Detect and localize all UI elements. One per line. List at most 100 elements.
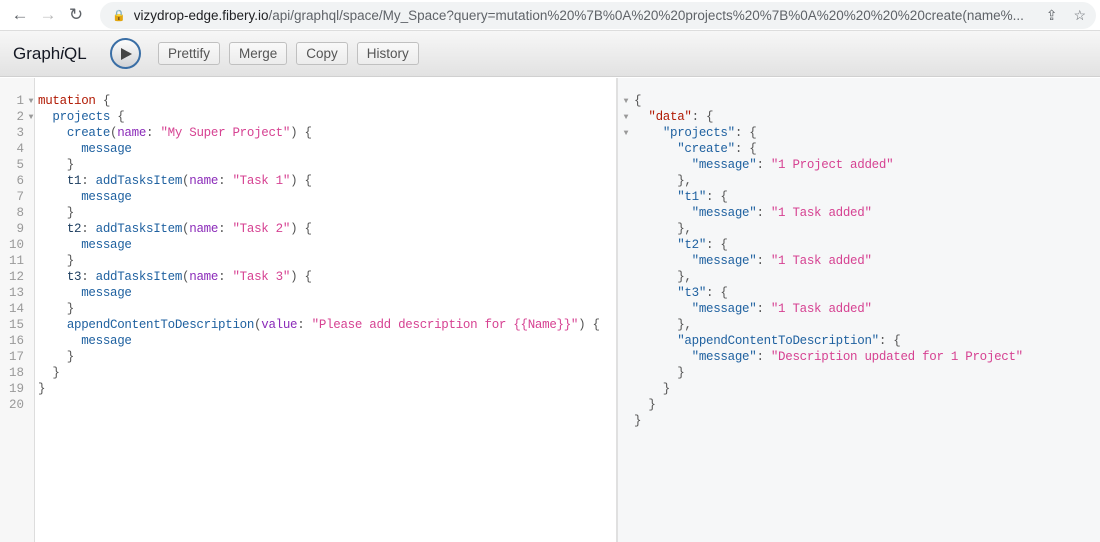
token-n: : bbox=[297, 318, 312, 332]
fold-arrow-icon[interactable]: ▼ bbox=[623, 113, 629, 122]
code-line: ▼{ bbox=[618, 93, 1023, 109]
fold-arrow-icon[interactable]: ▼ bbox=[623, 97, 629, 106]
token-n: ) { bbox=[290, 126, 312, 140]
code-line: "t3": { bbox=[618, 285, 1023, 301]
token-a: name bbox=[117, 126, 147, 140]
code-line: 8 } bbox=[0, 205, 600, 221]
token-n bbox=[38, 190, 81, 204]
code-line: "message": "1 Task added" bbox=[618, 301, 1023, 317]
token-n: } bbox=[634, 398, 656, 412]
line-number-gutter bbox=[0, 78, 35, 542]
token-p: "message" bbox=[691, 158, 757, 172]
code-text: }, bbox=[634, 318, 692, 332]
token-al: t3 bbox=[66, 270, 82, 284]
play-icon bbox=[120, 47, 132, 60]
bookmark-star-icon[interactable]: ☆ bbox=[1073, 7, 1086, 23]
code-line: } bbox=[618, 413, 1023, 429]
code-text: message bbox=[38, 190, 132, 204]
code-text: "appendContentToDescription": { bbox=[634, 334, 901, 348]
code-line: 9 t2: addTasksItem(name: "Task 2") { bbox=[0, 221, 600, 237]
fold-arrow-icon[interactable]: ▼ bbox=[28, 113, 34, 122]
lock-icon: 🔒 bbox=[112, 10, 126, 22]
token-n: ( bbox=[182, 222, 190, 236]
token-a: name bbox=[189, 270, 219, 284]
token-n: : { bbox=[734, 142, 757, 156]
code-text: } bbox=[38, 382, 46, 396]
fold-arrow-icon[interactable]: ▼ bbox=[28, 97, 34, 106]
code-text: }, bbox=[634, 174, 692, 188]
code-text: "t2": { bbox=[634, 238, 728, 252]
line-number: 7 bbox=[16, 190, 24, 204]
reload-icon[interactable]: ↻ bbox=[68, 5, 84, 24]
code-line: 7 message bbox=[0, 189, 600, 205]
code-text: "t3": { bbox=[634, 286, 728, 300]
token-n bbox=[634, 350, 692, 364]
token-n: : bbox=[756, 302, 771, 316]
line-number: 4 bbox=[16, 142, 24, 156]
line-number: 8 bbox=[16, 206, 24, 220]
code-line: 1▼mutation { bbox=[0, 93, 600, 109]
token-n bbox=[38, 126, 67, 140]
token-a: name bbox=[189, 222, 219, 236]
code-text: } bbox=[38, 158, 75, 172]
code-line: } bbox=[618, 381, 1023, 397]
token-p: message bbox=[81, 238, 132, 252]
history-button[interactable]: History bbox=[356, 42, 419, 65]
line-number: 5 bbox=[16, 158, 24, 172]
token-n: : bbox=[756, 254, 771, 268]
token-n: }, bbox=[634, 318, 692, 332]
token-n: { bbox=[634, 94, 642, 108]
copy-button[interactable]: Copy bbox=[296, 42, 348, 65]
address-bar[interactable]: 🔒 vizydrop-edge.fibery.io/api/graphql/sp… bbox=[100, 2, 1096, 29]
code-text: "projects": { bbox=[634, 126, 757, 140]
query-editor[interactable]: 1▼mutation {2▼ projects {3 create(name: … bbox=[0, 78, 617, 542]
line-number: 10 bbox=[8, 238, 24, 252]
fold-arrow-icon[interactable]: ▼ bbox=[623, 129, 629, 138]
code-line: ▼ "data": { bbox=[618, 109, 1023, 125]
code-line: "message": "1 Task added" bbox=[618, 205, 1023, 221]
code-line: 3 create(name: "My Super Project") { bbox=[0, 125, 600, 141]
execute-query-button[interactable] bbox=[110, 38, 141, 69]
code-text: "t1": { bbox=[634, 190, 728, 204]
token-p: "t3" bbox=[677, 286, 707, 300]
line-number: 13 bbox=[8, 286, 24, 300]
share-icon[interactable]: ⇪ bbox=[1045, 7, 1058, 23]
code-line: "t2": { bbox=[618, 237, 1023, 253]
token-s: "Task 3" bbox=[232, 270, 291, 284]
code-line: } bbox=[618, 397, 1023, 413]
forward-icon[interactable]: → bbox=[39, 5, 57, 24]
line-number: 15 bbox=[8, 318, 24, 332]
token-n: }, bbox=[634, 174, 692, 188]
token-s: "Description updated for 1 Project" bbox=[770, 350, 1023, 364]
token-p: "appendContentToDescription" bbox=[677, 334, 879, 348]
code-text: } bbox=[634, 398, 656, 412]
token-p: addTasksItem bbox=[95, 174, 183, 188]
code-text: } bbox=[634, 414, 642, 428]
line-number: 2 bbox=[16, 110, 24, 124]
token-n: : bbox=[218, 222, 233, 236]
token-n bbox=[634, 334, 677, 348]
merge-button[interactable]: Merge bbox=[229, 42, 288, 65]
line-number: 16 bbox=[8, 334, 24, 348]
code-text: } bbox=[634, 382, 671, 396]
token-n: }, bbox=[634, 222, 692, 236]
back-icon[interactable]: ← bbox=[11, 5, 29, 24]
token-n bbox=[634, 126, 663, 140]
token-s: "Task 2" bbox=[232, 222, 291, 236]
code-line: "create": { bbox=[618, 141, 1023, 157]
prettify-button[interactable]: Prettify bbox=[158, 42, 221, 65]
line-number: 3 bbox=[16, 126, 24, 140]
token-n bbox=[38, 286, 81, 300]
token-n: : bbox=[756, 206, 771, 220]
code-text: } bbox=[634, 366, 685, 380]
token-p: message bbox=[81, 286, 132, 300]
code-line: }, bbox=[618, 221, 1023, 237]
code-text: } bbox=[38, 302, 75, 316]
token-p: message bbox=[81, 190, 132, 204]
code-line: 16 message bbox=[0, 333, 600, 349]
token-n: : bbox=[756, 350, 771, 364]
code-line: 6 t1: addTasksItem(name: "Task 1") { bbox=[0, 173, 600, 189]
code-text: create(name: "My Super Project") { bbox=[38, 126, 312, 140]
code-text: "message": "1 Project added" bbox=[634, 158, 894, 172]
token-p: "message" bbox=[691, 254, 757, 268]
